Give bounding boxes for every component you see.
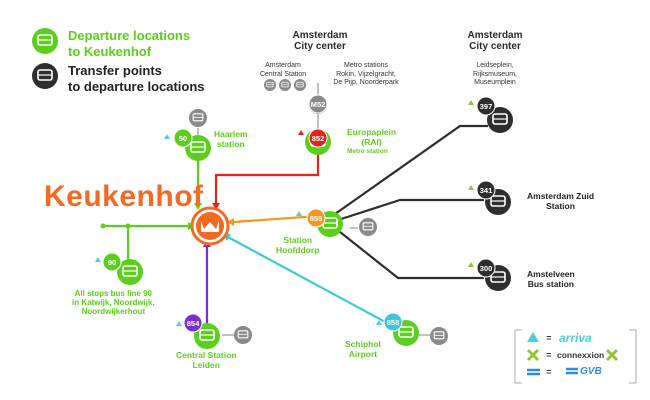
stop-leiden-label: Central Station Leiden	[176, 350, 237, 370]
badge-859: 859	[306, 208, 326, 228]
stop-amstelveen-label: Amstelveen Bus station	[527, 269, 575, 289]
line-90	[126, 224, 193, 260]
badge-397: 397	[476, 96, 496, 116]
route-lines	[100, 83, 488, 336]
operator-mark-300	[468, 262, 474, 267]
operator-mark-859	[296, 211, 302, 216]
leiden-train-icon[interactable]	[234, 326, 252, 344]
line-341	[337, 198, 484, 222]
operator-mark-50	[164, 134, 170, 139]
connexxion-icon	[526, 348, 540, 362]
line-europaplein	[214, 152, 320, 205]
amsterdam-central-label: Amsterdam Central Station	[259, 62, 307, 78]
map-title: Keukenhof	[44, 180, 204, 213]
svg-text:50: 50	[179, 134, 187, 143]
gvb-icon	[527, 368, 540, 376]
stop-zuid-label: Amsterdam Zuid Station	[527, 191, 595, 211]
amsterdam-central-icon-1[interactable]	[264, 79, 276, 91]
badge-858: 858	[383, 312, 403, 332]
badge-50: 50	[173, 128, 193, 148]
arriva-icon	[527, 332, 539, 342]
svg-text:854: 854	[187, 319, 200, 328]
svg-text:300: 300	[480, 264, 493, 273]
stop-europaplein-sub: Metro station	[347, 148, 388, 155]
badge-90: 90	[102, 252, 122, 272]
eq-arriva: =	[546, 333, 552, 343]
svg-text:90: 90	[108, 258, 116, 267]
svg-text:397: 397	[480, 102, 493, 111]
operator-mark-90	[95, 257, 101, 262]
metro-stations-label: Metro stations Rokin, Vijzelgracht, De P…	[333, 62, 399, 86]
legend-departure-label: Departure locations to Keukenhof	[68, 28, 191, 59]
svg-text:M52: M52	[311, 100, 326, 109]
line-hoofddorp	[233, 214, 319, 224]
badge-852: 852	[308, 128, 328, 148]
bus90-bus-icon[interactable]	[117, 259, 143, 285]
svg-text:858: 858	[387, 318, 400, 327]
eq-connexxion: =	[546, 350, 552, 360]
line-300	[334, 227, 484, 280]
stop-schiphol-label: Schiphol Airport	[345, 339, 381, 359]
stop-haarlem-label: Haarlem station	[214, 129, 248, 149]
stop-bus90-label: All stops bus line 90 in Katwijk, Noordw…	[72, 289, 155, 317]
legend-transfer-label: Transfer points to departure locations	[68, 63, 205, 94]
svg-text:852: 852	[312, 134, 325, 143]
keukenhof-hub[interactable]	[190, 206, 230, 246]
legend-dark-bus-icon	[32, 63, 58, 89]
stop-europaplein-label: Europaplein (RAI)	[347, 127, 397, 147]
legend-green-bus-icon	[32, 28, 58, 54]
operator-mark-858	[376, 320, 382, 325]
gvb-label: GVB	[580, 366, 602, 377]
route-badges: 50 852 859 90 854 858 397 341 300 M52	[95, 94, 496, 333]
stop-hoofddorp-label: Station Hoofddorp	[276, 235, 320, 255]
eq-gvb: =	[546, 367, 552, 377]
svg-text:859: 859	[310, 214, 323, 223]
svg-text:341: 341	[480, 186, 493, 195]
hoofddorp-train-icon[interactable]	[359, 218, 377, 236]
arriva-label: arriva	[559, 331, 592, 345]
schiphol-train-icon[interactable]	[430, 327, 448, 345]
haarlem-train-icon[interactable]	[189, 109, 207, 127]
badge-341: 341	[476, 180, 496, 200]
badge-m52: M52	[308, 94, 328, 114]
line-397	[334, 124, 488, 215]
badge-854: 854	[183, 313, 203, 333]
operator-mark-852	[298, 130, 304, 135]
amsterdam-central-icon-3[interactable]	[294, 79, 306, 91]
transfer-397-bus-icon[interactable]	[487, 107, 513, 133]
city-center-2-title: Amsterdam City center	[467, 30, 523, 52]
operator-legend	[514, 329, 637, 384]
badge-300: 300	[476, 258, 496, 278]
operator-mark-854	[176, 321, 182, 326]
connexxion-label: connexxion	[557, 350, 605, 360]
city-center-1-title: Amsterdam City center	[292, 30, 348, 52]
leidseplein-label: Leidseplein, Rijksmuseum, Museumplein	[473, 62, 517, 86]
leiden-bus-icon[interactable]	[194, 323, 220, 349]
operator-mark-341	[468, 185, 474, 190]
stop-icons	[117, 79, 513, 349]
operator-mark-397	[468, 100, 474, 105]
amsterdam-central-icon-2[interactable]	[279, 79, 291, 91]
line-schiphol	[225, 235, 401, 331]
